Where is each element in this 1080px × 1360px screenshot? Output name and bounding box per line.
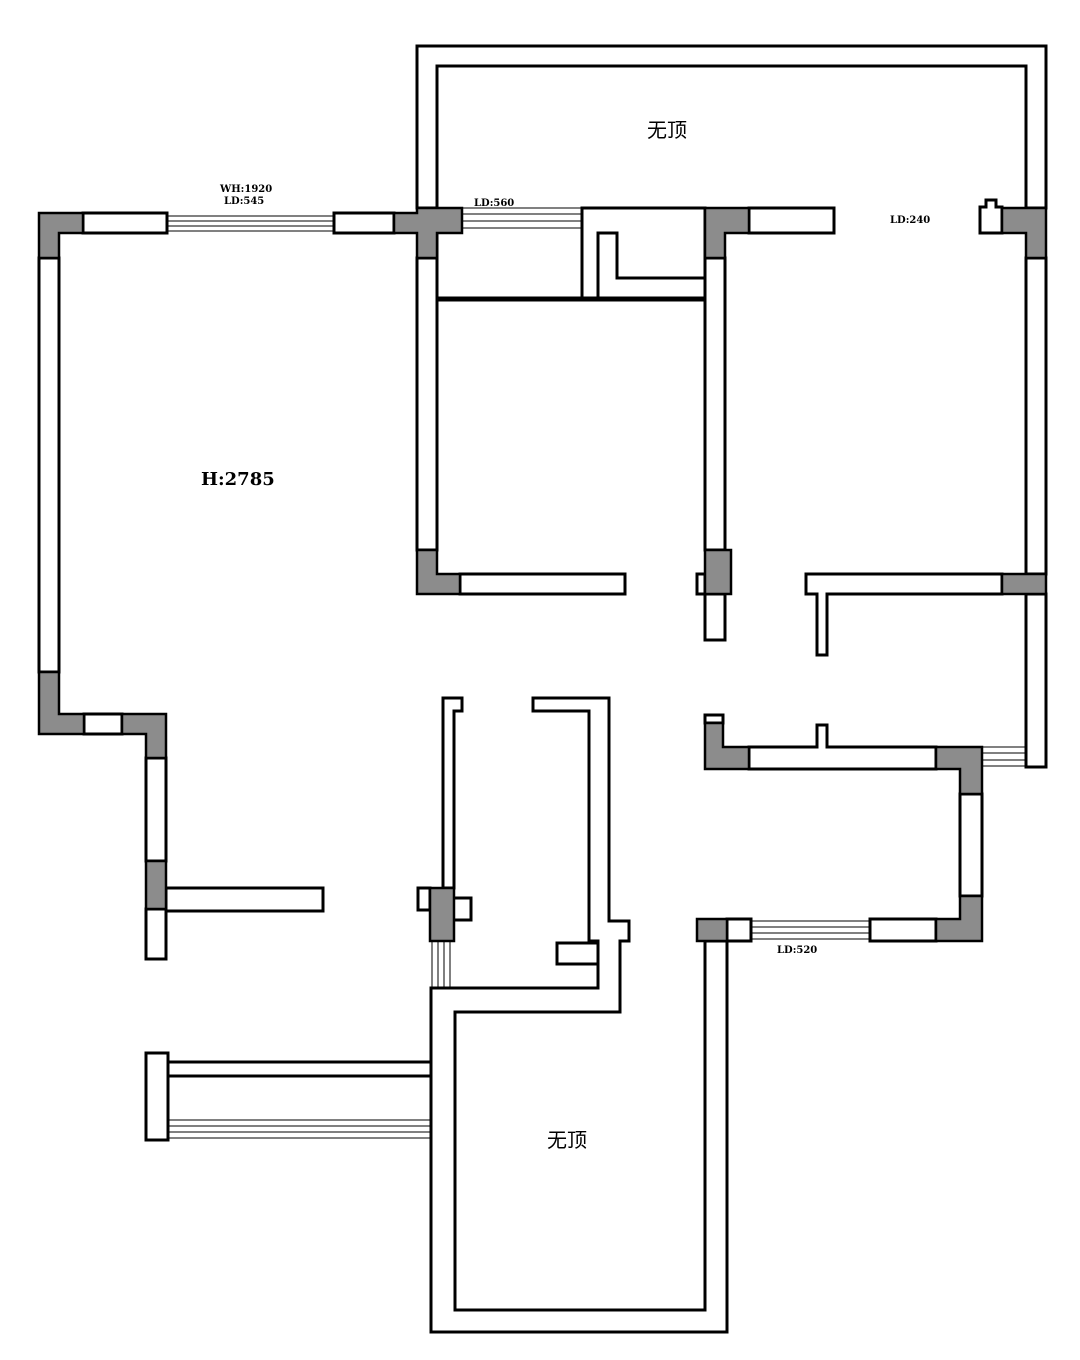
right-outer-wall	[1024, 256, 1048, 576]
window-ld-560	[462, 207, 582, 229]
left-bottom-stub	[144, 907, 168, 961]
column-lower-bath-right-bottom	[934, 894, 984, 943]
label-ceiling-height: H:2785	[201, 469, 275, 490]
top-left-wall-b	[332, 211, 396, 235]
internal-wall-left	[164, 886, 325, 913]
window-center-lower	[431, 941, 451, 988]
column-bedroom-bottom-right	[703, 548, 733, 596]
left-lower-wall	[82, 712, 124, 736]
column-top-left-corner	[37, 211, 85, 260]
label-ld-560: LD:560	[474, 198, 514, 209]
center-bath-left-wall	[441, 696, 464, 890]
window-right-lower	[982, 746, 1026, 767]
label-window-width: WH:1920	[219, 184, 272, 195]
closet-box	[580, 206, 707, 300]
pipe-box	[978, 198, 1004, 235]
right-lower-outer-wall	[1024, 592, 1048, 769]
column-left-lower	[144, 859, 168, 911]
left-outer-wall	[37, 256, 61, 674]
door-jamb	[451, 896, 473, 922]
balcony-top-rail	[166, 1060, 433, 1078]
living-room-walls	[37, 211, 396, 961]
column-bedroom-bottom-left	[415, 548, 462, 596]
column-lower-bath-left	[703, 721, 751, 771]
label-terrace-bottom: 无顶	[547, 1128, 587, 1152]
label-ld-520: LD:520	[777, 945, 817, 956]
structural-columns	[37, 206, 1048, 943]
counter-block	[555, 941, 600, 966]
wardrobe-wall	[804, 572, 1004, 657]
plan-labels: 无顶 无顶 H:2785 WH:1920 LD:545 LD:560 LD:24…	[201, 118, 930, 1152]
lower-bath-bottom-wall	[868, 917, 938, 943]
column-closet-corner	[703, 206, 751, 260]
column-top-right-corner	[1000, 206, 1048, 260]
lower-bath-right-wall	[958, 792, 984, 898]
top-right-wall-a	[747, 206, 836, 235]
lower-bath-window-stub	[725, 917, 753, 943]
window-top-left	[167, 215, 334, 232]
window-ld-520	[751, 920, 870, 940]
column-left-step	[37, 670, 86, 736]
lower-bath-top-wall	[747, 723, 938, 771]
column-top-middle	[392, 206, 464, 260]
column-left-step-inner	[120, 712, 168, 760]
balcony-end-post	[144, 1051, 170, 1142]
bedroom-right-walls	[703, 198, 1048, 943]
label-ld-240: LD:240	[890, 215, 930, 226]
label-terrace-top: 无顶	[647, 118, 687, 142]
label-ld-545: LD:545	[224, 196, 264, 207]
terrace-top	[415, 44, 1048, 210]
bedroom-right-stub	[703, 592, 727, 642]
door-jamb-small	[416, 886, 432, 912]
bedroom-right-wall	[703, 256, 727, 552]
center-bath-right-wall	[429, 696, 729, 1334]
column-right-middle	[1000, 572, 1048, 596]
terrace-top-wall	[415, 44, 1048, 210]
column-center-bath	[428, 886, 456, 943]
left-step-wall	[144, 756, 168, 863]
balcony-rail	[144, 1051, 433, 1142]
top-left-wall-a	[81, 211, 169, 235]
bedroom-left-wall	[415, 256, 439, 552]
column-kitchen-corner	[695, 917, 729, 943]
bedroom-bottom-wall	[458, 572, 627, 596]
bedroom-middle-walls	[415, 206, 836, 642]
center-bath-walls	[416, 696, 729, 1334]
column-lower-bath-right-top	[934, 745, 984, 796]
